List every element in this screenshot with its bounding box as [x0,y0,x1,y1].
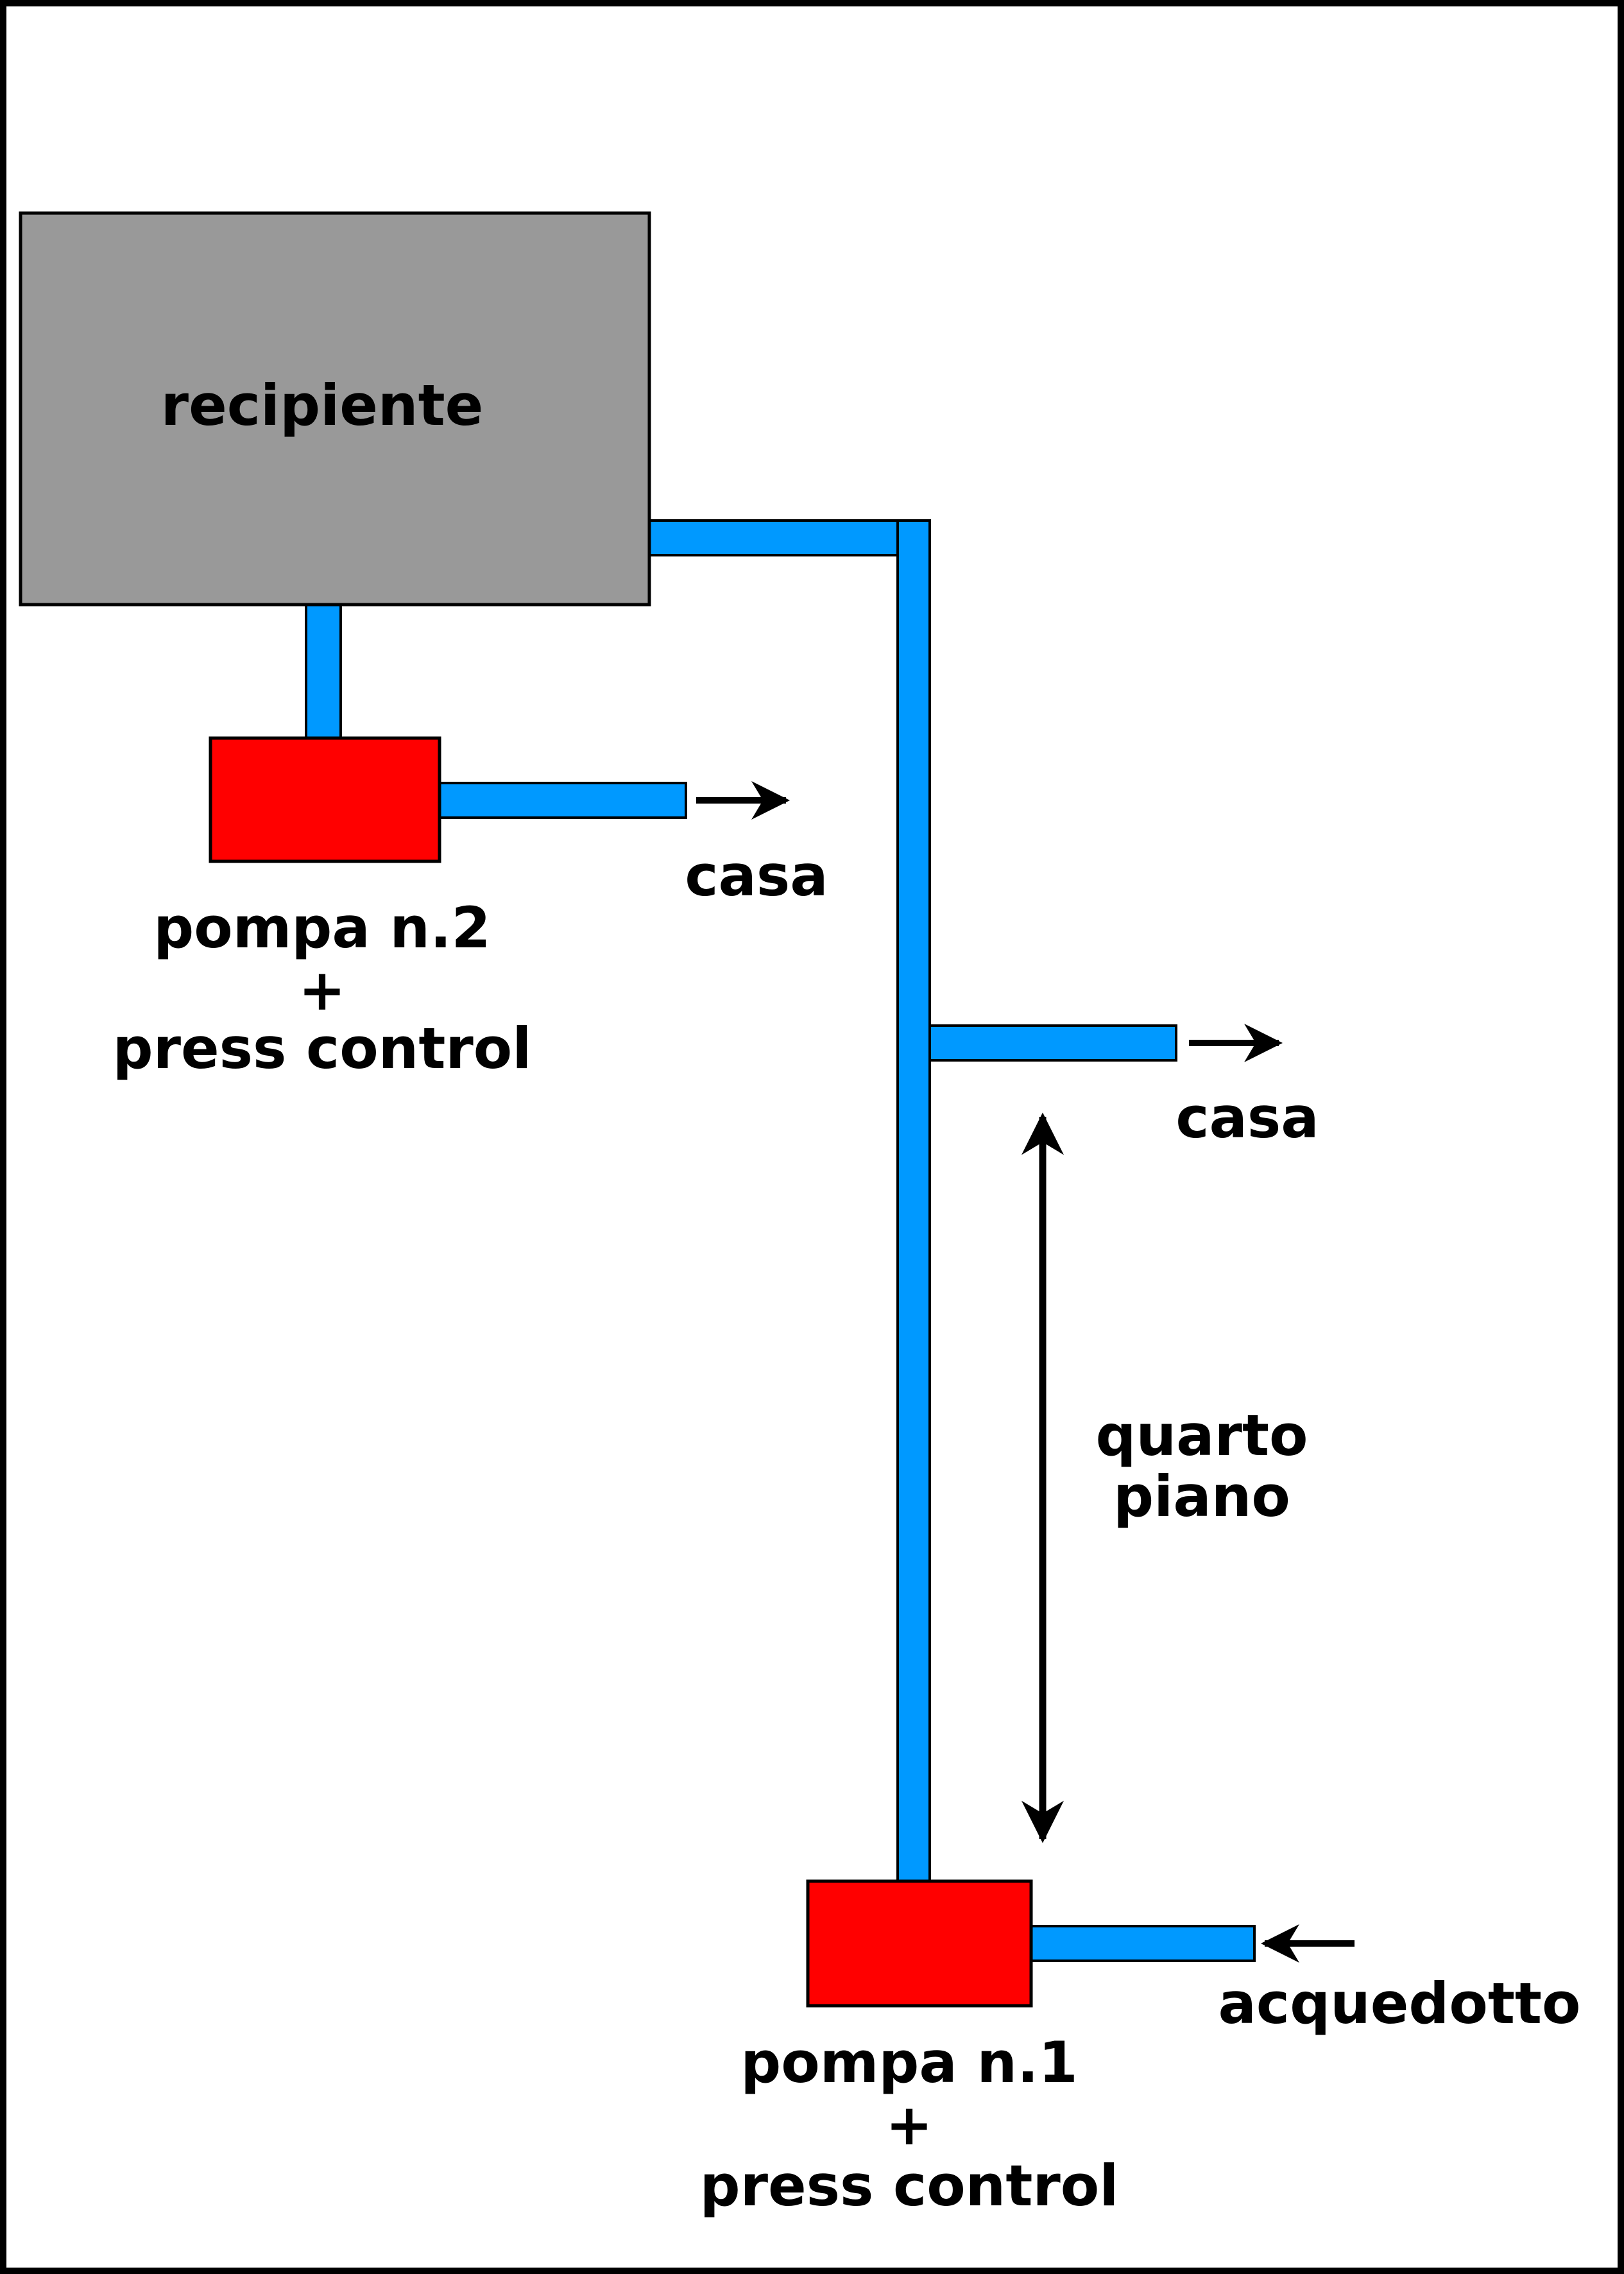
pump2-label-line2: + [298,957,346,1023]
height-label-line1: quarto [1096,1402,1308,1469]
pipe-tank-to-pump2 [305,603,342,739]
pump1-label-line1: pompa n.1 [740,2029,1077,2096]
pipe-inlet [1030,1925,1256,1962]
pump1-label-line3: press control [700,2153,1119,2219]
pump1-label-line2: + [885,2092,933,2158]
height-label-line2: piano [1113,1463,1290,1529]
pipe-tank-to-riser [648,519,900,556]
tank [19,211,651,607]
pipe-middle-outlet [928,1024,1177,1062]
pump-2 [209,736,441,863]
pump-1 [806,1879,1033,2008]
tank-label: recipiente [161,372,484,438]
pump2-label-line1: pompa n.2 [153,895,490,961]
middle-outlet-label: casa [1175,1085,1319,1151]
inlet-label: acquedotto [1218,1970,1581,2037]
pump2-label-line3: press control [113,1015,532,1081]
riser-pipe [896,519,931,1882]
pipe-upper-outlet [438,782,687,819]
upper-outlet-label: casa [685,843,828,909]
